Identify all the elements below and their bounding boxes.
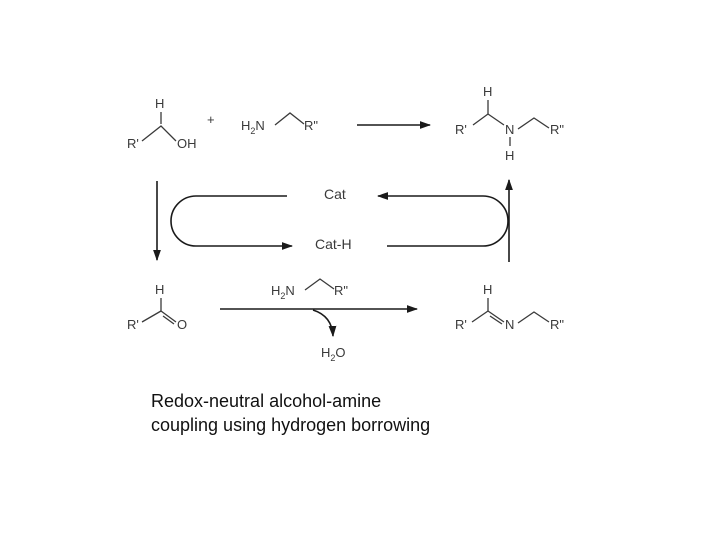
water-label: H2O (321, 345, 346, 363)
amine-top-molecule: H2N R" (241, 112, 318, 136)
caption-line-1: Redox-neutral alcohol-amine (151, 391, 382, 411)
amine-top-label: H2N (241, 118, 265, 136)
aldehyde-molecule: H R' O (127, 282, 187, 332)
right-loop-arrow (376, 192, 509, 247)
aldehyde-r1-label: R' (127, 317, 139, 332)
product-r1-label: R' (455, 122, 467, 137)
product-h-bottom-label: H (505, 148, 514, 163)
alcohol-h-label: H (155, 96, 164, 111)
amine-product-molecule: H R' N H R" (455, 84, 564, 163)
product-n-label: N (505, 122, 514, 137)
amine-bottom-r2-label: R" (334, 283, 348, 298)
alcohol-oh-label: OH (177, 136, 197, 151)
product-r2-label: R" (550, 122, 564, 137)
aldehyde-o-label: O (177, 317, 187, 332)
imine-molecule: H R' N R" (455, 282, 564, 332)
caption-line-2: coupling using hydrogen borrowing (151, 415, 431, 435)
caption: Redox-neutral alcohol-amine coupling usi… (151, 389, 571, 437)
amine-bottom-label: H2N (271, 283, 295, 301)
cat-h-label: Cat-H (315, 236, 352, 252)
amine-top-r2-label: R" (304, 118, 318, 133)
plus-sign: + (207, 112, 215, 127)
alcohol-r1-label: R' (127, 136, 139, 151)
imine-h-label: H (483, 282, 492, 297)
imine-r1-label: R' (455, 317, 467, 332)
cat-label: Cat (324, 186, 346, 202)
left-loop-arrow (170, 195, 294, 250)
imine-r2-label: R" (550, 317, 564, 332)
aldehyde-h-label: H (155, 282, 164, 297)
water-release-arrow (312, 309, 337, 338)
amine-bottom-molecule: H2N R" (271, 278, 348, 301)
imine-n-label: N (505, 317, 514, 332)
alcohol-molecule: H R' OH (127, 96, 197, 151)
product-h-top-label: H (483, 84, 492, 99)
